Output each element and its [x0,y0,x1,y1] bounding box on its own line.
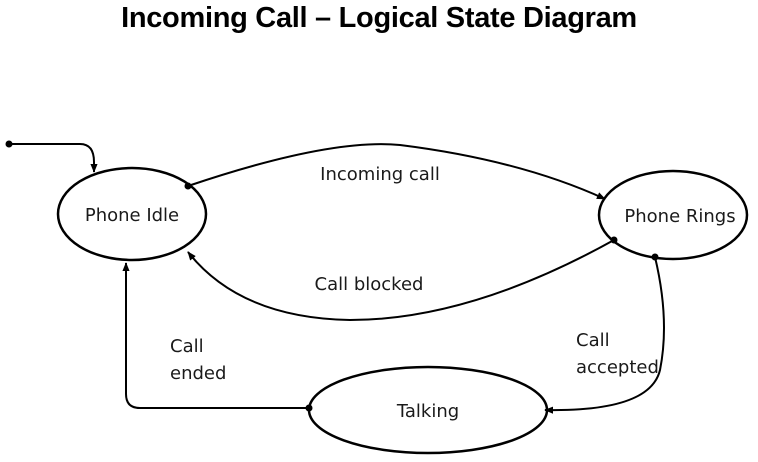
transition-call-blocked [187,236,618,322]
transition-call-ended [122,262,313,412]
label-call-blocked: Call blocked [315,274,424,295]
state-phone-idle [56,166,208,262]
label-call-ended-line1: Call [170,336,204,357]
label-incoming-call: Incoming call [320,164,440,185]
initial-transition-arrow [5,140,98,173]
diagram-title: Incoming Call – Logical State Diagram [121,2,637,34]
state-phone-rings [597,169,749,261]
label-call-ended-line2: ended [170,363,226,384]
transition-incoming-call [184,143,606,200]
state-label-rings: Phone Rings [624,206,735,227]
state-label-idle: Phone Idle [85,205,179,226]
label-call-accepted-line1: Call [576,330,610,351]
transition-call-accepted [544,253,665,414]
state-label-talking: Talking [396,401,459,422]
label-call-accepted-line2: accepted [576,357,659,378]
